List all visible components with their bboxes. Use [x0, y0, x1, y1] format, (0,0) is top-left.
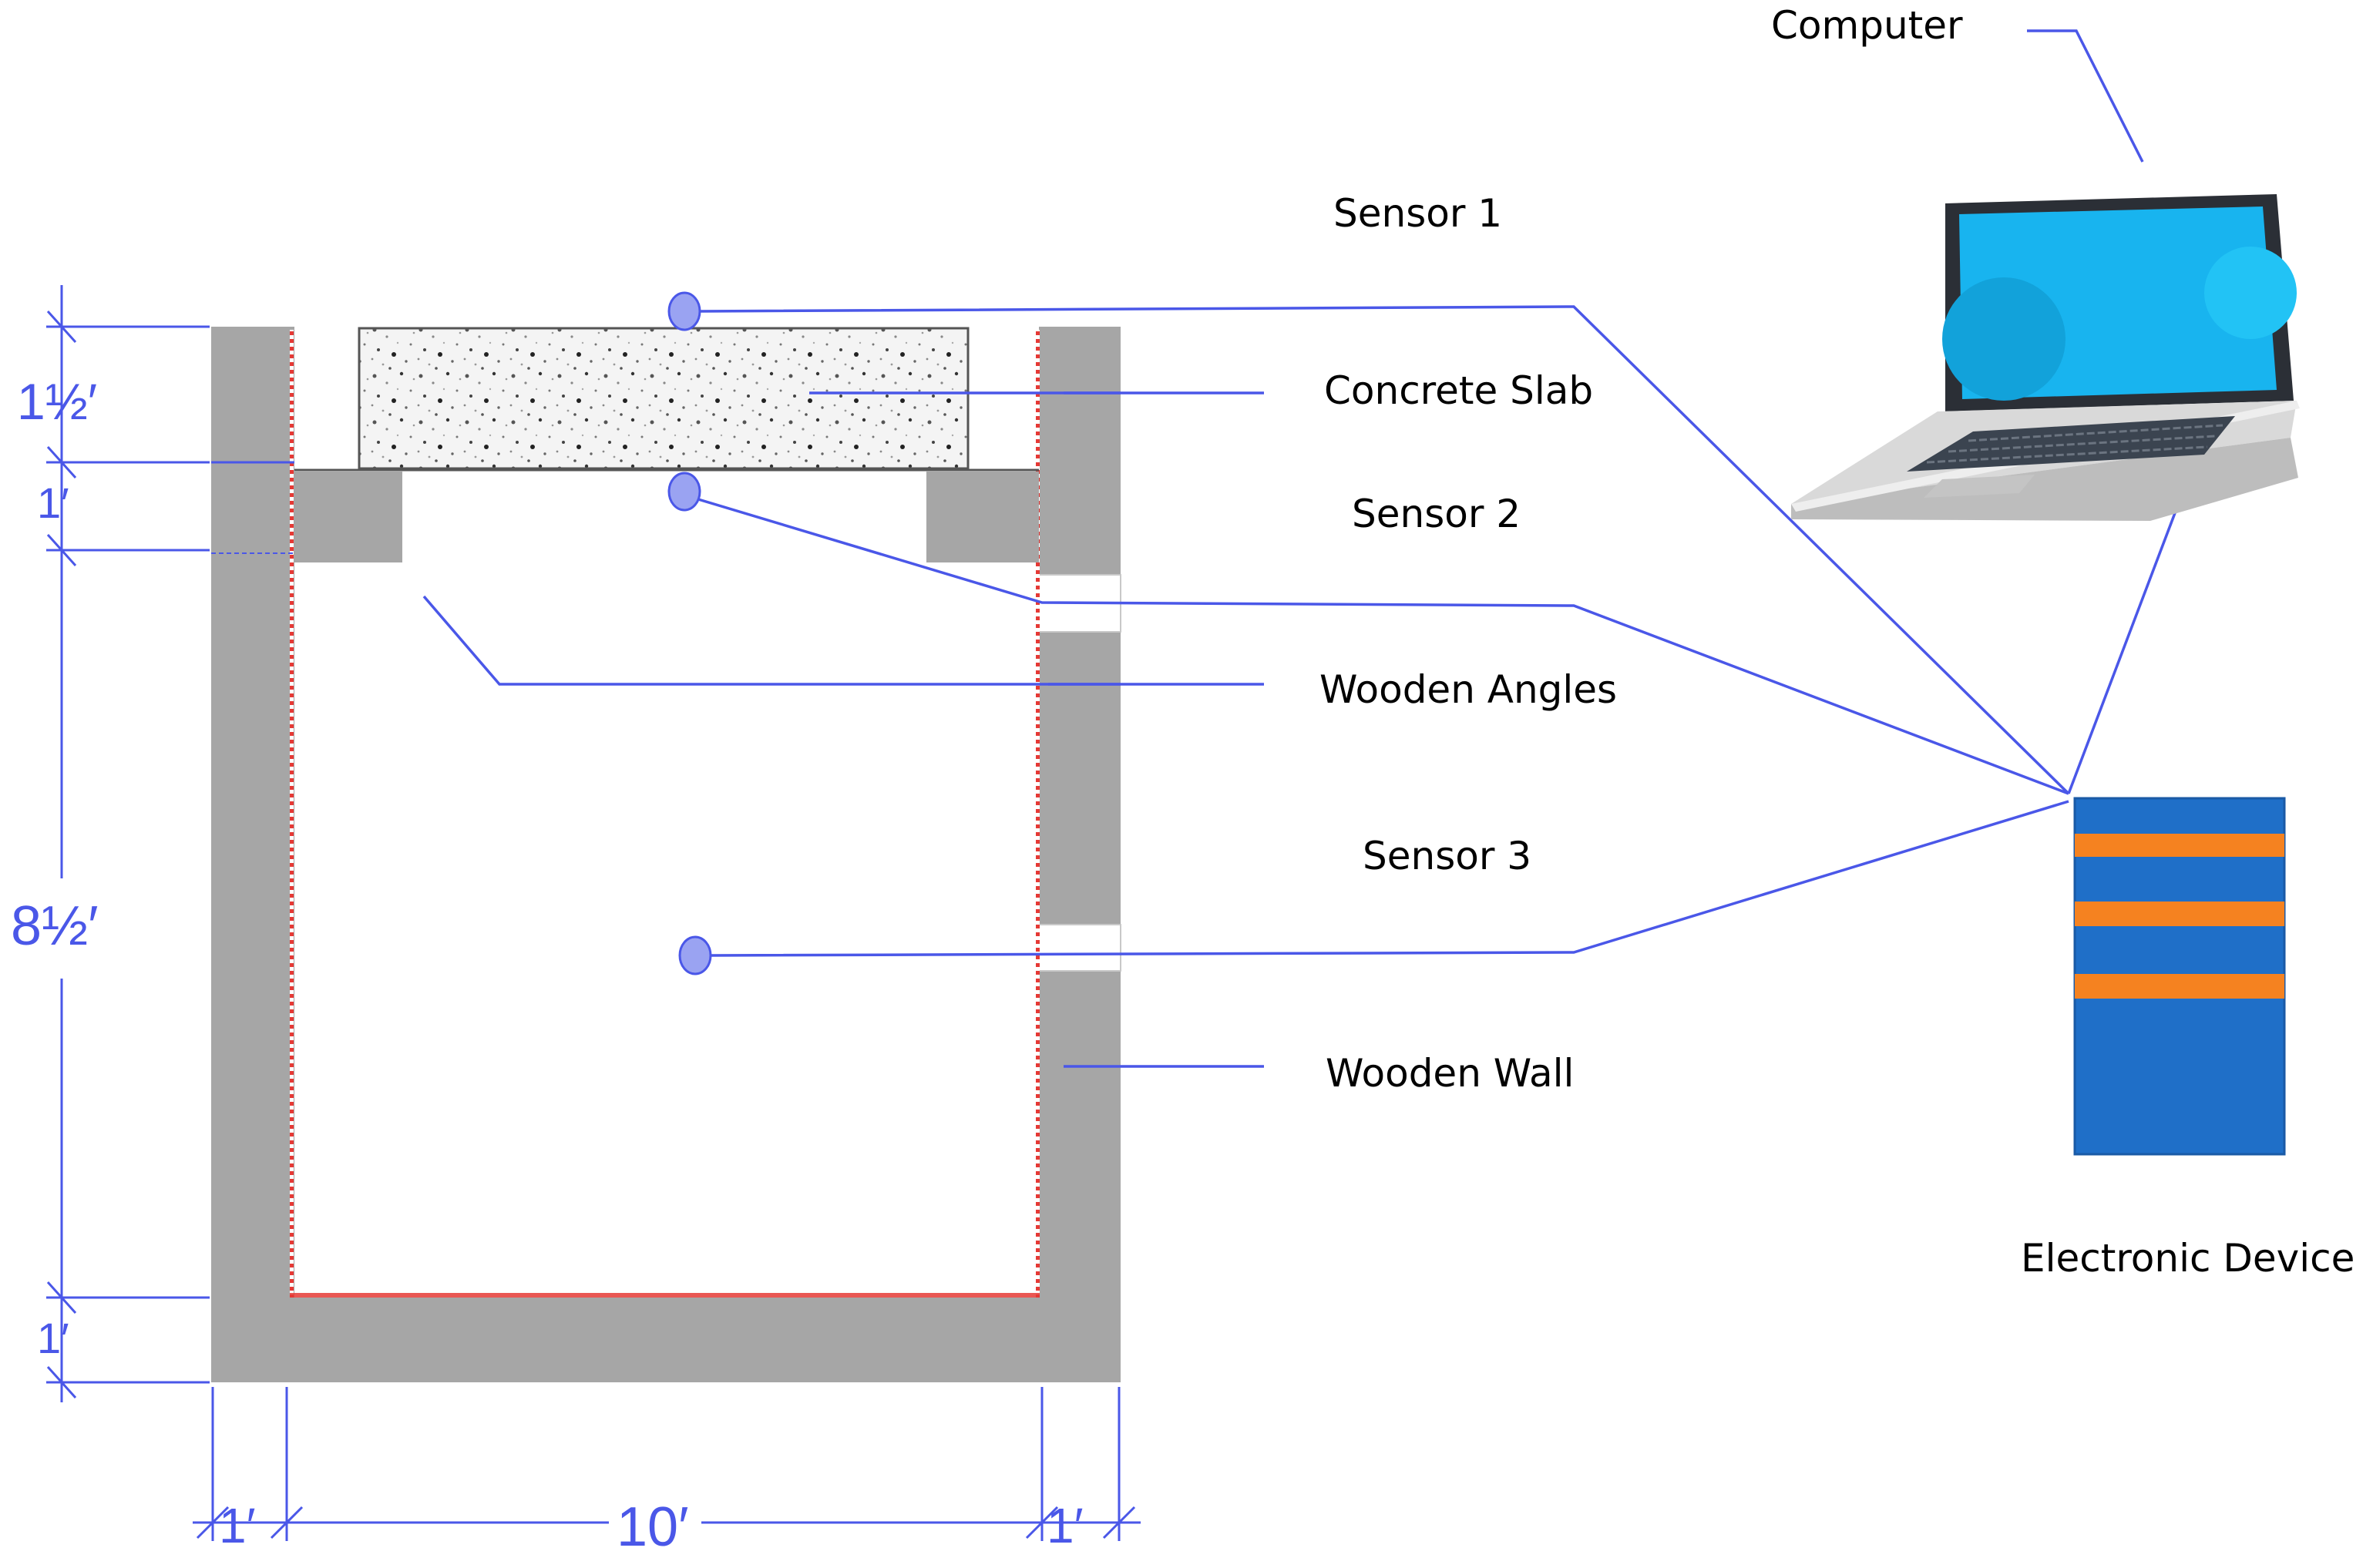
pit-structure	[211, 327, 1121, 1382]
laptop-icon	[1791, 194, 2300, 521]
dim-base-thickness: 1′	[37, 1314, 69, 1362]
sensor-2-marker	[667, 472, 701, 512]
component-labels: Computer Sensor 1 Concrete Slab Sensor 2…	[1319, 3, 2355, 1281]
wooden-lining-left	[290, 330, 294, 1298]
label-electronic-device: Electronic Device	[2021, 1236, 2355, 1281]
dim-left-wall-width: 1′	[219, 1498, 256, 1553]
dim-inner-height: 8½′	[11, 895, 99, 957]
label-sensor-3: Sensor 3	[1363, 834, 1531, 878]
label-computer: Computer	[1771, 3, 1963, 48]
wall-opening	[1038, 924, 1121, 972]
label-concrete-slab: Concrete Slab	[1324, 368, 1593, 413]
leader-lines	[422, 29, 2181, 1068]
label-sensor-2: Sensor 2	[1352, 492, 1521, 536]
concrete-slab	[358, 327, 970, 470]
dim-inner-width: 10′	[617, 1496, 689, 1558]
wooden-angle-right	[926, 472, 1039, 562]
dim-slab-thickness: 1½′	[17, 373, 97, 430]
electronic-device-icon	[2073, 797, 2286, 1156]
wooden-angle-left	[294, 472, 402, 562]
right-wall-segment	[1039, 971, 1121, 1302]
dimension-lines	[46, 285, 1141, 1541]
dim-angle-height: 1′	[37, 478, 69, 527]
wooden-lining-right	[1036, 330, 1040, 1298]
dimension-labels: 1½′ 1′ 8½′ 1′ 1′ 10′ 1′	[11, 373, 1084, 1558]
right-wall-segment	[1039, 632, 1121, 925]
label-wooden-angles: Wooden Angles	[1319, 667, 1617, 712]
left-concrete-wall	[211, 327, 294, 1382]
sensors	[667, 291, 712, 975]
label-sensor-1: Sensor 1	[1333, 191, 1502, 236]
dim-right-wall-width: 1′	[1047, 1498, 1084, 1553]
wooden-lining-bottom	[290, 1293, 1040, 1298]
label-wooden-wall: Wooden Wall	[1326, 1051, 1574, 1096]
base-concrete-slab	[211, 1298, 1121, 1382]
right-wall-segment	[1039, 327, 1121, 575]
sensor-3-marker	[678, 935, 712, 975]
sensor-1-marker	[667, 291, 701, 331]
